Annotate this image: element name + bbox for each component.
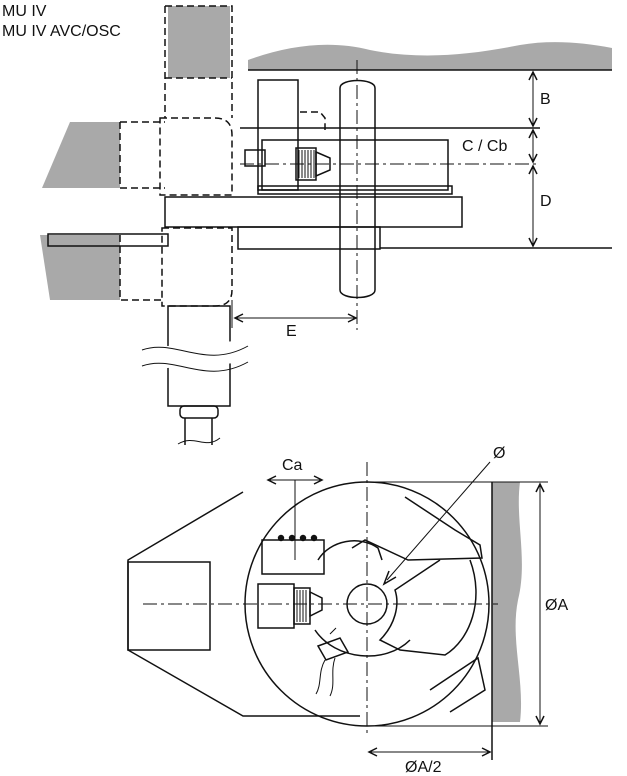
left-arm-lower-shading bbox=[40, 235, 120, 300]
dimension-arrows-d bbox=[528, 164, 538, 248]
dimension-arrows-e bbox=[233, 313, 358, 323]
jaw-bottom bbox=[429, 656, 486, 713]
housing-block bbox=[127, 561, 211, 651]
label-c-cb: C / Cb bbox=[462, 138, 507, 155]
head-body-outline bbox=[159, 117, 233, 196]
lower-jaw bbox=[378, 559, 477, 656]
jaw-inner-upper bbox=[317, 540, 383, 561]
dot-2 bbox=[288, 534, 296, 542]
wall-shading-top bbox=[248, 42, 612, 70]
left-arm-upper-shading bbox=[42, 122, 120, 188]
tool-tip bbox=[315, 150, 331, 178]
jaw-inner-lower bbox=[314, 629, 411, 657]
break-mask bbox=[140, 340, 250, 370]
plan-module bbox=[261, 539, 325, 575]
plan-view: Ca Ø ØA ØA/2 bbox=[127, 445, 568, 776]
label-b: B bbox=[540, 91, 551, 108]
diameter-leader-arrow bbox=[382, 570, 397, 586]
dot-1 bbox=[277, 534, 285, 542]
tool-holder-body bbox=[261, 139, 449, 191]
plan-probe-leads bbox=[315, 627, 337, 697]
dimension-arrows-b bbox=[528, 70, 538, 128]
break-lines bbox=[141, 345, 249, 372]
collet-end bbox=[244, 149, 266, 167]
left-arm-lower-outline bbox=[119, 235, 165, 301]
lower-plate bbox=[237, 226, 381, 250]
motor-block bbox=[257, 79, 299, 191]
hex-nut bbox=[179, 405, 219, 419]
plan-motor bbox=[257, 583, 295, 629]
column-lower-dashed bbox=[161, 227, 233, 307]
title-mu-iv: MU IV bbox=[2, 3, 47, 20]
column-upper-outline bbox=[164, 5, 233, 118]
tool-upper-dashed bbox=[300, 111, 326, 130]
label-diameter-a-half: ØA/2 bbox=[405, 759, 442, 776]
label-d: D bbox=[540, 193, 552, 210]
cable-break bbox=[177, 437, 221, 445]
workpiece-cylinder bbox=[339, 79, 376, 299]
dot-3 bbox=[299, 534, 307, 542]
plan-grip-hatch bbox=[296, 590, 307, 622]
label-ca: Ca bbox=[282, 457, 303, 474]
diameter-leader bbox=[386, 461, 491, 581]
column-top-shading bbox=[168, 6, 230, 78]
dimension-arrows-a-half bbox=[367, 747, 492, 757]
dimension-arrows-c bbox=[528, 128, 538, 164]
title-mu-iv-avc-osc: MU IV AVC/OSC bbox=[2, 23, 121, 40]
left-arm-lower-bar bbox=[47, 233, 169, 247]
plan-tool-tip bbox=[309, 590, 323, 618]
label-e: E bbox=[286, 323, 297, 340]
ca-arrows bbox=[266, 475, 324, 485]
left-arm-upper-outline bbox=[119, 121, 165, 189]
upper-jaw bbox=[351, 496, 483, 561]
plan-probe bbox=[316, 637, 350, 661]
cable-stub bbox=[184, 418, 213, 445]
label-diameter-a: ØA bbox=[545, 597, 568, 614]
main-plate bbox=[164, 196, 463, 228]
dot-4 bbox=[310, 534, 318, 542]
plan-grip bbox=[293, 587, 311, 625]
base-rail bbox=[257, 185, 453, 195]
label-diameter: Ø bbox=[493, 445, 505, 462]
wall-shading-right bbox=[492, 482, 522, 722]
dimension-arrows-a bbox=[535, 482, 545, 726]
diagram-title-block: MU IV MU IV AVC/OSC bbox=[2, 2, 121, 42]
side-view: B C / Cb D E bbox=[40, 5, 612, 445]
